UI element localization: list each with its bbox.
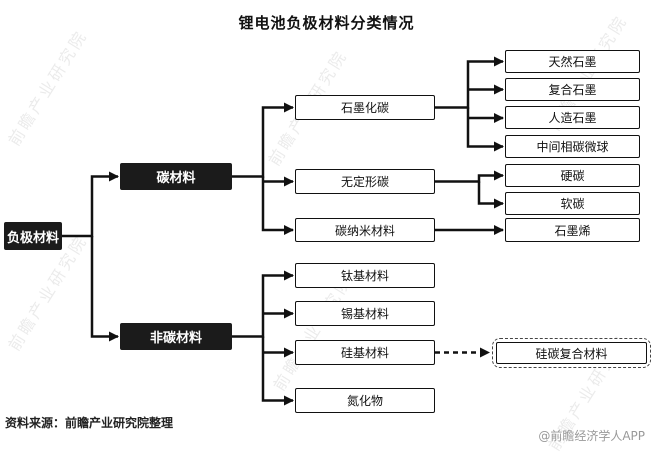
node-carbon-materials: 碳材料 [120, 163, 232, 190]
node-natural-graphite: 天然石墨 [505, 50, 640, 73]
node-root: 负极材料 [4, 222, 62, 250]
node-composite-graphite: 复合石墨 [505, 78, 640, 101]
node-silicon-based: 硅基材料 [295, 340, 435, 365]
source-note: 资料来源：前瞻产业研究院整理 [5, 416, 174, 430]
watermark-text: 前瞻产业研究院 [269, 271, 357, 395]
node-graphene: 石墨烯 [505, 218, 640, 242]
node-non-carbon-materials: 非碳材料 [120, 323, 232, 350]
node-soft-carbon: 软碳 [505, 192, 640, 215]
node-titanium-based: 钛基材料 [295, 263, 435, 288]
node-mcmb: 中间相碳微球 [505, 135, 640, 158]
node-hard-carbon: 硬碳 [505, 164, 640, 187]
node-nitride: 氮化物 [295, 388, 435, 413]
node-amorphous-carbon: 无定形碳 [295, 169, 435, 194]
node-tin-based: 锡基材料 [295, 301, 435, 326]
node-si-c-composite-wrap: 硅碳复合材料 [492, 338, 651, 368]
diagram-title: 锂电池负极材料分类情况 [238, 14, 415, 32]
node-si-c-composite: 硅碳复合材料 [496, 342, 647, 364]
watermark-text: 前瞻产业研究院 [4, 26, 92, 150]
node-artificial-graphite: 人造石墨 [505, 106, 640, 129]
node-graphitized-carbon: 石墨化碳 [295, 95, 435, 120]
node-carbon-nano-materials: 碳纳米材料 [295, 218, 435, 242]
credit-note: @前瞻经济学人APP [538, 429, 645, 443]
